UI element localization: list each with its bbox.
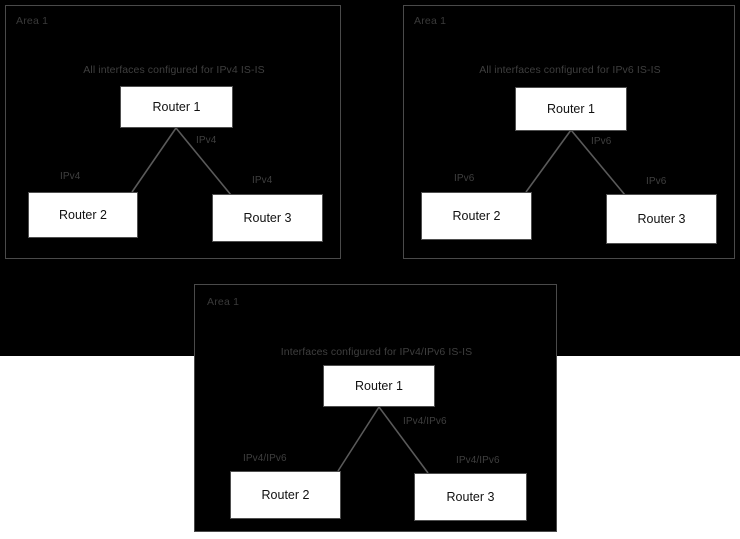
link-label-router3: IPv6 [646, 176, 667, 187]
router-node-2[interactable]: Router 2 [28, 192, 138, 238]
area-label: Area 1 [16, 15, 49, 27]
router-node-3[interactable]: Router 3 [414, 473, 527, 521]
router-node-label: Router 3 [446, 490, 495, 504]
panel-title: Interfaces configured for IPv4/IPv6 IS-I… [280, 346, 473, 358]
link-label-router2: IPv6 [454, 173, 475, 184]
link-router1-router2 [337, 406, 380, 472]
router-node-label: Router 2 [59, 208, 107, 222]
link-label-router2: IPv4 [60, 171, 81, 182]
router-node-1[interactable]: Router 1 [323, 365, 435, 407]
area-panel-ipv4: Area 1 All interfaces configured for IPv… [5, 5, 341, 259]
link-label-center: IPv4/IPv6 [403, 416, 447, 427]
link-label-router3: IPv4 [252, 175, 273, 186]
router-node-label: Router 2 [261, 488, 310, 502]
link-router1-router2 [131, 127, 177, 193]
panel-title: All interfaces configured for IPv6 IS-IS [479, 64, 661, 76]
router-node-label: Router 1 [355, 379, 403, 393]
router-node-2[interactable]: Router 2 [421, 192, 532, 240]
router-node-2[interactable]: Router 2 [230, 471, 341, 519]
link-label-router3: IPv4/IPv6 [456, 455, 500, 466]
router-node-3[interactable]: Router 3 [212, 194, 323, 242]
router-node-3[interactable]: Router 3 [606, 194, 717, 244]
router-node-label: Router 1 [152, 100, 201, 114]
link-label-center: IPv4 [196, 135, 217, 146]
area-label: Area 1 [207, 296, 240, 308]
router-node-1[interactable]: Router 1 [515, 87, 627, 131]
panel-title: All interfaces configured for IPv4 IS-IS [83, 64, 265, 76]
router-node-label: Router 3 [637, 212, 686, 226]
link-label-center: IPv6 [591, 136, 612, 147]
router-node-label: Router 1 [547, 102, 595, 116]
link-router1-router2 [525, 129, 572, 193]
router-node-label: Router 3 [243, 211, 292, 225]
link-label-router2: IPv4/IPv6 [243, 453, 287, 464]
area-panel-ipv6: Area 1 All interfaces configured for IPv… [403, 5, 735, 259]
area-label: Area 1 [414, 15, 447, 27]
router-node-1[interactable]: Router 1 [120, 86, 233, 128]
area-panel-dual-stack: Area 1 Interfaces configured for IPv4/IP… [194, 284, 557, 532]
router-node-label: Router 2 [452, 209, 501, 223]
